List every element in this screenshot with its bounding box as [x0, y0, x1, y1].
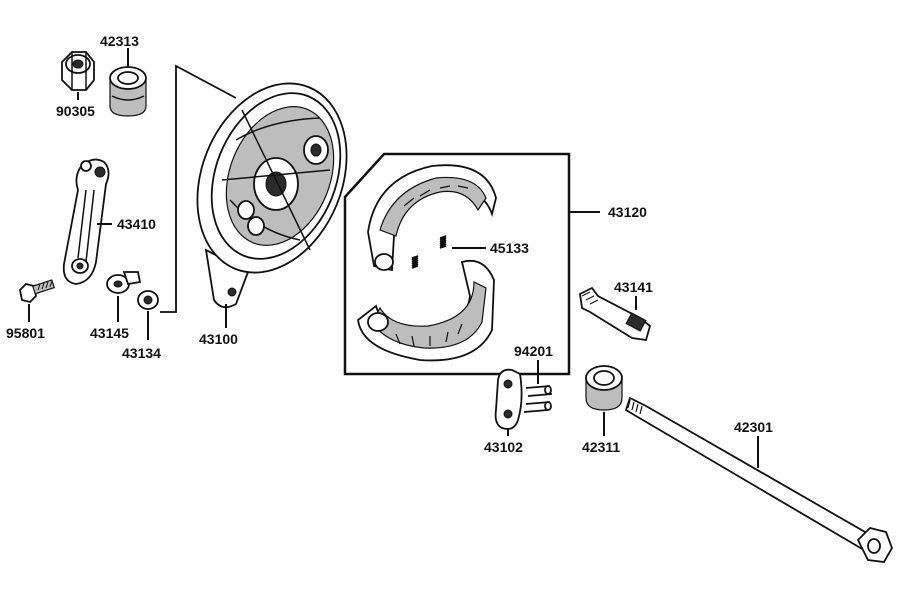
assembly-bracket-line [160, 64, 237, 313]
clip-94201 [523, 360, 553, 413]
cam-shaft-43141 [579, 286, 652, 342]
brake-arm-43410 [62, 158, 112, 285]
part-43145 [106, 271, 142, 322]
label-42313: 42313 [100, 33, 139, 49]
label-94201: 94201 [514, 343, 553, 359]
brake-shoe-upper [367, 164, 497, 272]
springs-45133 [411, 235, 486, 269]
label-42311: 42311 [582, 439, 620, 455]
bolt-95801 [19, 279, 56, 322]
washer-43134 [137, 290, 159, 340]
label-43100: 43100 [199, 331, 238, 347]
collar-42311 [585, 365, 623, 436]
plate-43102 [494, 368, 523, 436]
label-43134: 43134 [122, 345, 161, 361]
bushing-42313 [109, 48, 147, 117]
backplate-43100 [196, 82, 348, 328]
label-43102: 43102 [484, 439, 523, 455]
label-43141: 43141 [614, 279, 653, 295]
label-45133: 45133 [490, 240, 529, 256]
label-43145: 43145 [90, 325, 129, 341]
label-43410: 43410 [117, 216, 156, 232]
label-43120: 43120 [608, 204, 647, 220]
label-90305: 90305 [56, 103, 95, 119]
nut-90305 [61, 51, 95, 100]
label-42301: 42301 [734, 419, 773, 435]
axle-42301 [624, 396, 893, 563]
shoe-kit-frame-43120 [343, 152, 600, 376]
label-95801: 95801 [6, 325, 45, 341]
brake-shoe-lower [357, 259, 495, 362]
